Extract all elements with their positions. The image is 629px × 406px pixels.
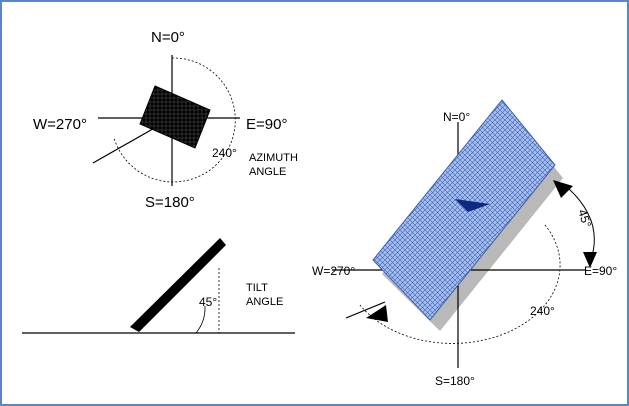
azimuth-angle-arc [113, 57, 236, 183]
panel-tilt-arrowhead-bottom [583, 252, 597, 268]
tilt-caption-line2: ANGLE [246, 296, 283, 308]
azimuth-caption-line2: ANGLE [249, 166, 286, 178]
panel-west-label: W=270° [312, 264, 355, 278]
panel-azimuth-value: 240° [530, 304, 555, 318]
azimuth-west-label: W=270° [33, 116, 87, 133]
solar-panel [372, 99, 556, 321]
panel-tilt-arrowhead-top [553, 180, 573, 198]
panel-azimuth-arrowhead [366, 305, 388, 322]
panel-south-label: S=180° [435, 374, 475, 388]
tilt-diagram: 45° TILT ANGLE [22, 238, 295, 334]
azimuth-east-label: E=90° [246, 116, 287, 133]
tilt-panel [130, 238, 226, 332]
azimuth-panel [139, 85, 211, 149]
azimuth-south-label: S=180° [145, 194, 195, 211]
azimuth-north-label: N=0° [151, 29, 185, 46]
panel-azimuth-arc [359, 224, 561, 344]
tilt-angle-value: 45° [199, 295, 217, 309]
azimuth-diagram: N=0° W=270° E=90° S=180° 240° AZIMUTH AN… [33, 29, 298, 211]
azimuth-caption-line1: AZIMUTH [249, 152, 298, 164]
panel-direction-arrow [455, 199, 490, 212]
tilt-angle-arc [195, 305, 206, 334]
panel-diagram: N=0° W=270° E=90° S=180° 240° 45° [312, 99, 617, 388]
panel-north-label: N=0° [443, 110, 470, 124]
panel-tilt-value: 45° [575, 208, 594, 230]
azimuth-angle-value: 240° [212, 146, 237, 160]
tilt-caption-line1: TILT [246, 282, 268, 294]
panel-direction-line [345, 301, 386, 319]
panel-east-label: E=90° [584, 264, 617, 278]
